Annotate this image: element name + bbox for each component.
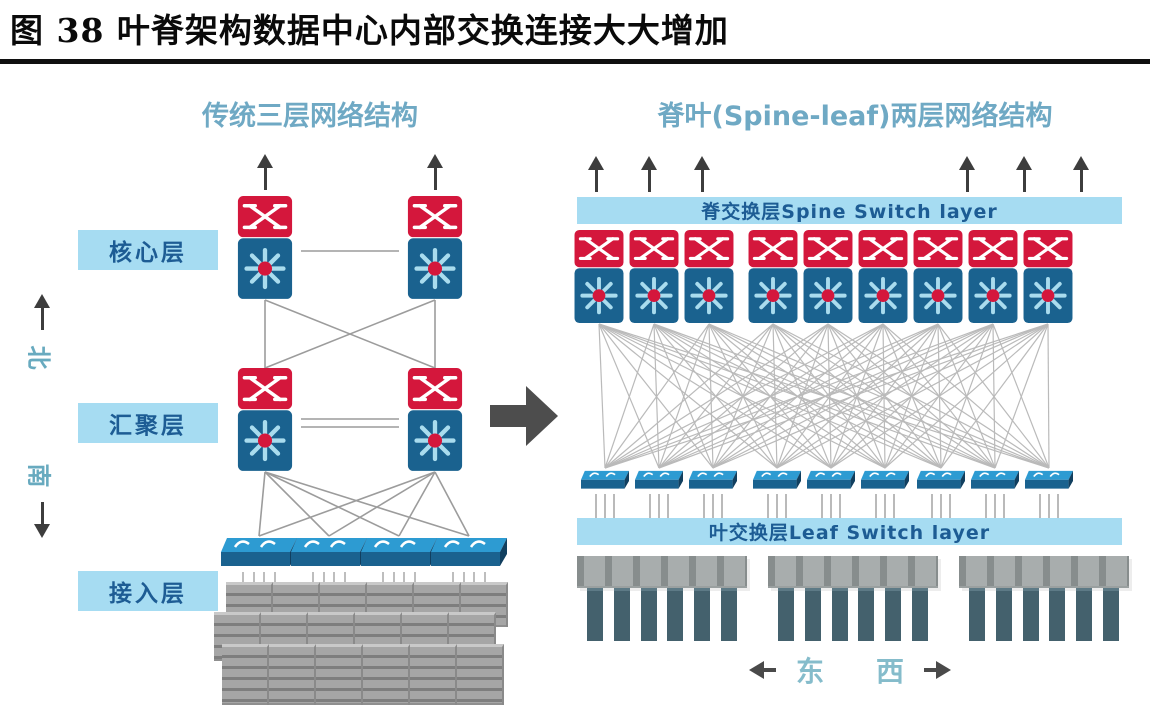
server-unit: [778, 588, 794, 641]
leaf-switch-icon: [689, 466, 737, 496]
server-unit: [1022, 588, 1039, 641]
north-arrow-icon: [34, 294, 50, 330]
access-switch-icon: [361, 534, 437, 574]
aggregation-switch-icon: [229, 368, 301, 472]
right-panel-title: 脊叶(Spine-leaf)两层网络结构: [657, 101, 1053, 132]
up-arrow-icon: [694, 156, 710, 192]
server-unit: [667, 588, 684, 641]
layer-label-access: 接入层: [78, 571, 218, 611]
east-arrow-icon: [924, 661, 952, 679]
east-west-direction: 东 西: [700, 650, 1000, 690]
core-switch-icon: [229, 196, 301, 300]
server-unit: [640, 588, 657, 641]
south-arrow-icon: [34, 502, 50, 538]
spine-switch-icon: [573, 230, 625, 324]
leaf-switch-icon: [807, 466, 855, 496]
access-switch-icon: [431, 534, 507, 574]
caption-underline: [0, 59, 1150, 64]
spine-switch-icon: [802, 230, 854, 324]
leaf-switch-icon: [1025, 466, 1073, 496]
axis-label-north: 北: [24, 345, 53, 370]
leaf-switch-icon: [861, 466, 909, 496]
server-unit: [1076, 588, 1093, 641]
server-unit: [911, 588, 928, 641]
leaf-switch-icon: [635, 466, 683, 496]
leaf-layer-bar: 叶交换层Leaf Switch layer: [577, 518, 1122, 545]
access-switch-icon: [291, 534, 367, 574]
server-unit: [969, 588, 985, 641]
up-arrow-icon: [427, 154, 443, 190]
up-arrow-icon: [588, 156, 604, 192]
west-arrow-icon: [748, 661, 776, 679]
server-rack-top: [959, 556, 1129, 588]
server-unit: [995, 588, 1012, 641]
server-rack-group: [768, 556, 938, 641]
spine-layer-bar: 脊交换层Spine Switch layer: [577, 197, 1122, 224]
server-unit: [613, 588, 630, 641]
server-rack-group: [577, 556, 747, 641]
east-label: 东: [795, 655, 824, 688]
leaf-switch-icon: [753, 466, 801, 496]
server-unit: [587, 588, 603, 641]
spine-switch-icon: [628, 230, 680, 324]
server-unit: [858, 588, 875, 641]
server-rack-group: [959, 556, 1129, 641]
server-unit: [885, 588, 902, 641]
server-unit: [831, 588, 848, 641]
server-unit: [720, 588, 737, 641]
spine-switch-icon: [683, 230, 735, 324]
server-unit: [804, 588, 821, 641]
leaf-switch-icon: [971, 466, 1019, 496]
server-box: [222, 644, 269, 705]
leaf-switch-icon: [581, 466, 629, 496]
spine-switch-icon: [967, 230, 1019, 324]
server-box: [269, 644, 316, 705]
server-box: [457, 644, 504, 705]
server-unit: [694, 588, 711, 641]
access-switch-icon: [221, 534, 297, 574]
server-box: [316, 644, 363, 705]
server-unit: [1102, 588, 1119, 641]
server-unit: [1049, 588, 1066, 641]
spine-switch-icon: [1022, 230, 1074, 324]
up-arrow-icon: [959, 156, 975, 192]
server-rack-top: [577, 556, 747, 588]
west-label: 西: [876, 655, 905, 688]
server-box: [410, 644, 457, 705]
layer-label-core: 核心层: [78, 230, 218, 270]
spine-switch-icon: [857, 230, 909, 324]
aggregation-switch-icon: [399, 368, 471, 472]
server-rack-top: [768, 556, 938, 588]
leaf-switch-icon: [917, 466, 965, 496]
spine-switch-icon: [912, 230, 964, 324]
core-switch-icon: [399, 196, 471, 300]
up-arrow-icon: [257, 154, 273, 190]
figure-caption: 图 38 叶脊架构数据中心内部交换连接大大增加: [10, 11, 729, 50]
right-arrow-icon: [490, 386, 560, 446]
up-arrow-icon: [641, 156, 657, 192]
axis-label-south: 南: [24, 463, 53, 488]
up-arrow-icon: [1016, 156, 1032, 192]
server-box: [363, 644, 410, 705]
up-arrow-icon: [1073, 156, 1089, 192]
left-panel-title: 传统三层网络结构: [202, 101, 418, 132]
spine-switch-icon: [747, 230, 799, 324]
layer-label-aggregation: 汇聚层: [78, 403, 218, 443]
